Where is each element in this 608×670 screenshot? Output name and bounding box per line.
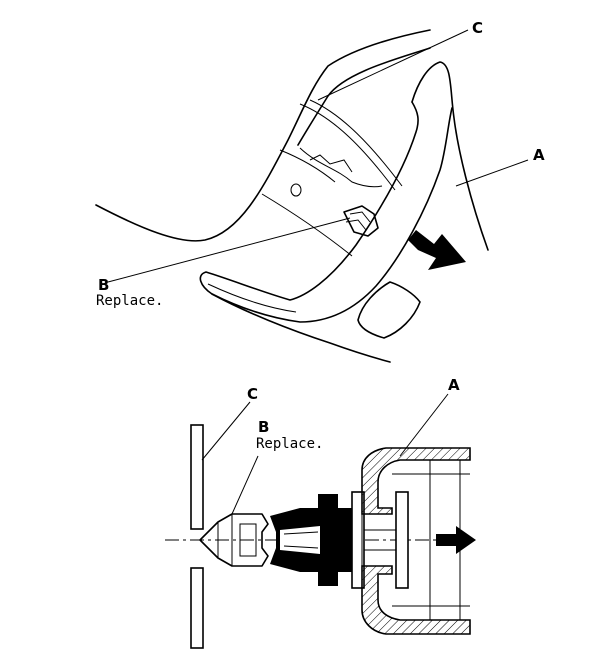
sheet-metal-c-upper bbox=[190, 424, 204, 530]
leader-c-top bbox=[317, 29, 469, 101]
clip-b-top bbox=[343, 205, 379, 237]
label-b-top: B bbox=[98, 276, 109, 294]
leader-c-section bbox=[201, 401, 251, 461]
direction-arrow-top bbox=[408, 230, 466, 270]
sheet-metal-c-lower bbox=[190, 567, 204, 649]
trim-panel-a bbox=[411, 61, 489, 251]
leader-b-top bbox=[107, 217, 351, 283]
label-a-top: A bbox=[533, 146, 545, 164]
leader-a-section bbox=[399, 393, 449, 457]
clip-b-section bbox=[199, 491, 409, 589]
section-view: C A B Replace. bbox=[165, 376, 476, 649]
leader-a-top bbox=[455, 159, 529, 187]
label-c-section: C bbox=[247, 385, 258, 403]
note-replace-top: Replace. bbox=[96, 293, 163, 309]
direction-arrow-section bbox=[436, 526, 476, 554]
top-view: C A B Replace. bbox=[95, 19, 545, 363]
dome-lamp-opening bbox=[357, 281, 421, 339]
label-a-section: A bbox=[448, 376, 460, 394]
label-b-section: B bbox=[258, 418, 269, 436]
label-c-top: C bbox=[472, 19, 483, 37]
body-panel-c bbox=[95, 29, 431, 242]
note-replace-section: Replace. bbox=[256, 436, 323, 452]
leader-b-section bbox=[231, 455, 259, 515]
